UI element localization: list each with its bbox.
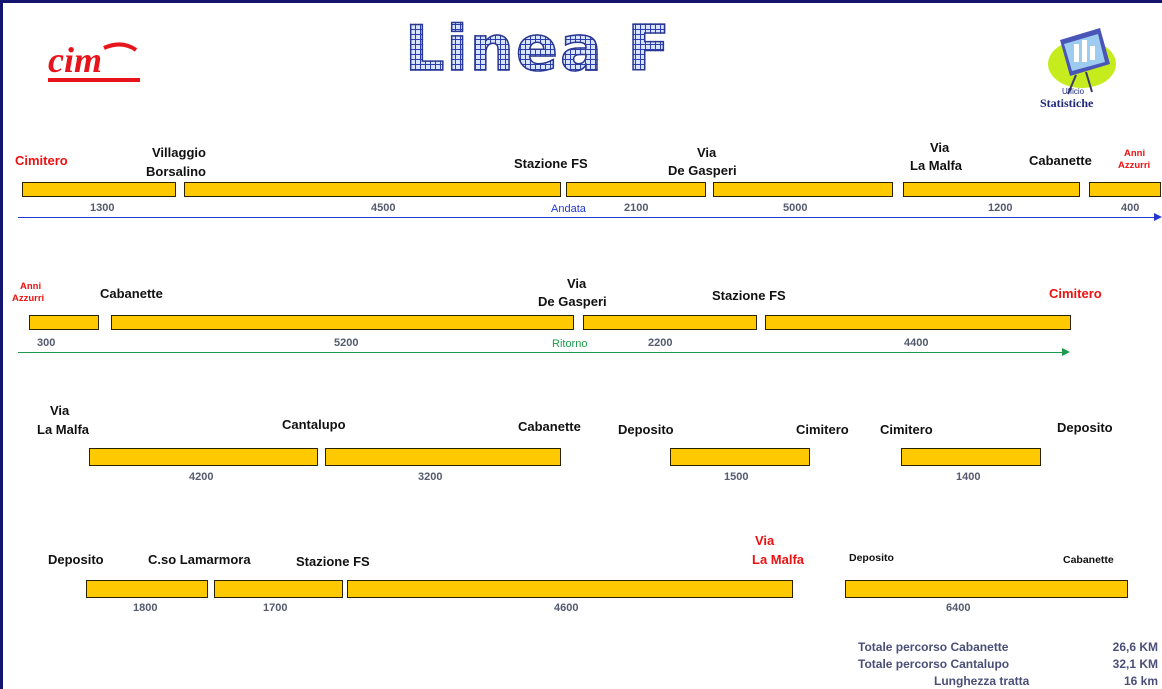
stop-via: Via [697, 145, 717, 160]
segment-distance: 400 [1121, 202, 1140, 214]
total-cantalupo-label: Totale percorso Cantalupo [858, 657, 1010, 671]
stop-stazione-fs: Stazione FS [712, 288, 786, 303]
lunghezza-tratta-value: 16 km [1123, 674, 1158, 688]
segment-distance: 6400 [946, 602, 971, 614]
segment-bar [325, 448, 561, 466]
stop-anni: Anni [20, 281, 42, 292]
logo-right-line1: Ufficio [1062, 87, 1085, 96]
stop-via: Via [930, 140, 950, 155]
stop-azzurri: Azzurri [1118, 160, 1151, 171]
stop-deposito: Deposito [618, 422, 674, 437]
stop-cabanette: Cabanette [1063, 554, 1114, 566]
segment-distance: 5000 [783, 202, 808, 214]
segment-bar [111, 315, 574, 330]
page-title: Linea F [404, 12, 672, 85]
segment-distance: 4600 [554, 602, 579, 614]
stop-cabanette: Cabanette [518, 419, 581, 434]
stop-via: Via [755, 533, 775, 548]
stop-borsalino: Borsalino [146, 164, 206, 179]
andata-arrow [18, 217, 1154, 218]
stop-de-gasperi: De Gasperi [668, 163, 737, 178]
segment-bar [1089, 182, 1161, 197]
stop-cimitero: Cimitero [15, 153, 68, 168]
segment-distance: 5200 [334, 337, 359, 349]
segment-bar [583, 315, 757, 330]
frame-top-border [0, 0, 1162, 3]
segment-bar [903, 182, 1080, 197]
segment-bar [184, 182, 561, 197]
segment-bar [22, 182, 176, 197]
segment-distance: 1400 [956, 471, 981, 483]
segment-distance: 4400 [904, 337, 929, 349]
ritorno-arrowhead-icon [1062, 348, 1070, 356]
stop-stazione-fs: Stazione FS [514, 156, 588, 171]
stop-la-malfa: La Malfa [910, 158, 963, 173]
stop-anni: Anni [1124, 148, 1146, 159]
segment-distance: 300 [37, 337, 56, 349]
segment-bar [86, 580, 208, 598]
segment-distance: 3200 [418, 471, 443, 483]
stop-de-gasperi: De Gasperi [538, 294, 607, 309]
stop-cso-lamarmora: C.so Lamarmora [148, 552, 251, 567]
segment-bar [765, 315, 1071, 330]
segment-bar [89, 448, 318, 466]
stop-cimitero: Cimitero [1049, 286, 1102, 301]
stop-deposito: Deposito [849, 552, 894, 564]
stop-cantalupo: Cantalupo [282, 417, 346, 432]
segment-distance: 1200 [988, 202, 1013, 214]
stop-cimitero: Cimitero [880, 422, 933, 437]
citm-logo: cim [48, 40, 140, 82]
segment-distance: 1300 [90, 202, 115, 214]
stop-deposito: Deposito [1057, 420, 1113, 435]
segment-distance: 4200 [189, 471, 214, 483]
segment-bar [566, 182, 706, 197]
segment-distance: 1700 [263, 602, 288, 614]
frame-left-border [0, 0, 3, 689]
stop-azzurri: Azzurri [12, 293, 45, 304]
direction-label-andata: Andata [551, 203, 586, 215]
stop-deposito: Deposito [48, 552, 104, 567]
total-cabanette-value: 26,6 KM [1112, 640, 1158, 654]
stop-cabanette: Cabanette [100, 286, 163, 301]
segment-distance: 1800 [133, 602, 158, 614]
ufficio-statistiche-logo [1048, 28, 1116, 95]
stop-la-malfa: La Malfa [37, 422, 90, 437]
stop-la-malfa: La Malfa [752, 552, 805, 567]
direction-label-ritorno: Ritorno [552, 338, 588, 350]
stop-via: Via [567, 276, 587, 291]
segment-bar [347, 580, 793, 598]
stop-cabanette: Cabanette [1029, 153, 1092, 168]
stop-stazione-fs: Stazione FS [296, 554, 370, 569]
segment-bar [845, 580, 1128, 598]
stop-cimitero: Cimitero [796, 422, 849, 437]
segment-bar [713, 182, 893, 197]
svg-text:cim: cim [48, 40, 102, 80]
logo-right-line2: Statistiche [1040, 96, 1094, 110]
segment-distance: 2100 [624, 202, 649, 214]
ritorno-arrow [18, 352, 1062, 353]
andata-arrowhead-icon [1154, 213, 1162, 221]
stop-via: Via [50, 403, 70, 418]
total-cabanette-label: Totale percorso Cabanette [858, 640, 1009, 654]
total-cantalupo-value: 32,1 KM [1112, 657, 1158, 671]
lunghezza-tratta-label: Lunghezza tratta [934, 674, 1030, 688]
segment-distance: 1500 [724, 471, 749, 483]
segment-distance: 4500 [371, 202, 396, 214]
segment-distance: 2200 [648, 337, 673, 349]
segment-bar [29, 315, 99, 330]
segment-bar [901, 448, 1041, 466]
segment-bar [214, 580, 343, 598]
stop-villaggio: Villaggio [152, 145, 206, 160]
segment-bar [670, 448, 810, 466]
